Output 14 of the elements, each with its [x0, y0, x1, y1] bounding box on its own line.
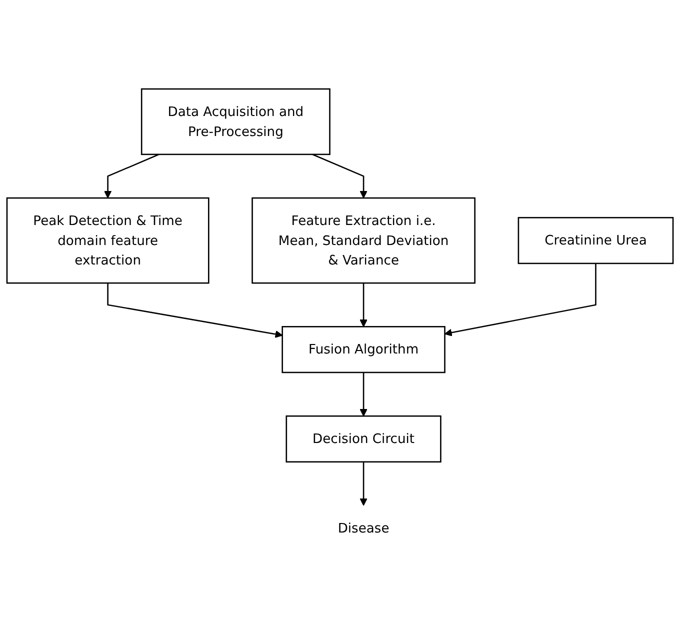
- arrow: [360, 283, 368, 328]
- arrow: [107, 283, 283, 338]
- node-box: Fusion Algorithm: [282, 326, 446, 374]
- node-box: Creatinine Urea: [518, 217, 674, 264]
- arrow: [104, 154, 160, 199]
- arrow: [360, 372, 368, 417]
- arrow: [360, 462, 368, 506]
- node-box: Decision Circuit: [286, 416, 442, 463]
- arrow: [312, 154, 368, 199]
- node-box: Data Acquisition and Pre-Processing: [140, 88, 330, 156]
- arrow: [444, 264, 596, 337]
- node-box: Feature Extraction i.e. Mean, Standard Deviation & Variance: [252, 198, 476, 284]
- node-box: Peak Detection & Time domain feature extraction: [6, 198, 210, 284]
- node-text: Disease: [338, 520, 390, 536]
